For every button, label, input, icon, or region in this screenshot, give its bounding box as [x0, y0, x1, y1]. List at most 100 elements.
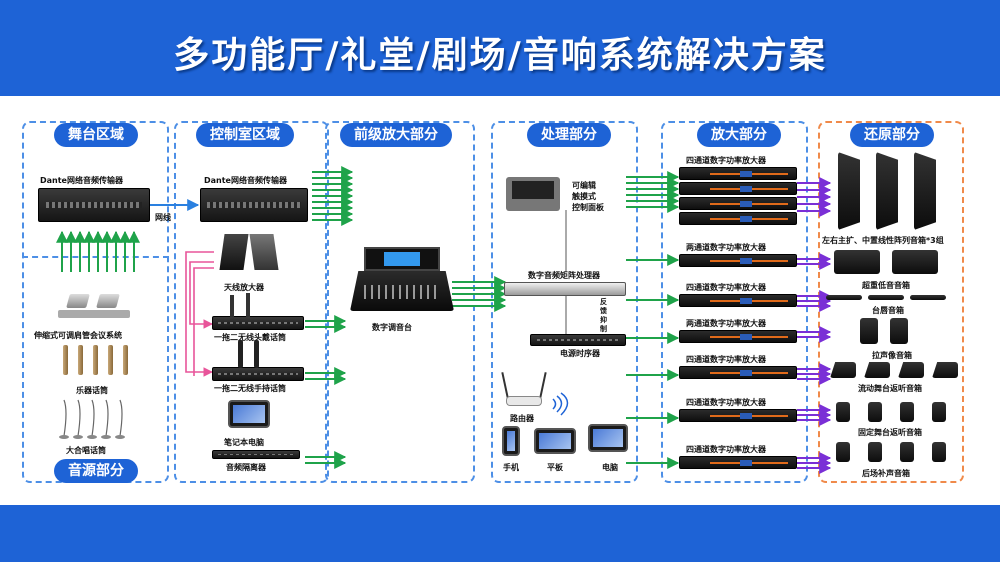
headset-mic-icon [246, 293, 250, 317]
rear-fill-label: 后场补声音箱 [862, 469, 910, 478]
power-sequencer-label: 电源时序器 [560, 349, 600, 358]
fixed-monitor-icon [900, 402, 914, 422]
computer-label: 电脑 [602, 463, 618, 472]
stage-lip-speaker-icon [826, 295, 862, 300]
instrument-mic-icon [108, 345, 113, 375]
phone-label: 手机 [503, 463, 519, 472]
touch-panel-label: 可编辑 触摸式 控制面板 [572, 181, 604, 212]
computer-icon [588, 424, 628, 452]
amp-label: 四通道数字功率放大器 [686, 445, 766, 454]
amp-device [679, 456, 797, 469]
amp-device [679, 330, 797, 343]
line-array-speaker-icon [914, 152, 936, 230]
rear-fill-speaker-icon [868, 442, 882, 462]
floor-monitor-icon [932, 362, 958, 378]
network-cable-label: 网线 [155, 213, 171, 222]
audio-isolator-label: 音频隔离器 [226, 463, 266, 472]
panning-speaker-icon [860, 318, 878, 344]
stage-dante-label: Dante网络音频传输器 [40, 176, 123, 185]
control-dante-device [200, 188, 308, 222]
amp-device [679, 197, 797, 210]
line-array-speaker-icon [838, 152, 860, 230]
fixed-monitor-icon [868, 402, 882, 422]
chorus-mic-icon [59, 399, 125, 439]
matrix-device [504, 282, 626, 296]
handheld-mic-icon [254, 340, 259, 368]
amp-device [679, 409, 797, 422]
fixed-monitor-label: 固定舞台返听音箱 [858, 428, 922, 437]
conference-system-label: 伸缩式可调肩管会议系统 [34, 331, 122, 340]
stage-divider [22, 256, 169, 258]
section-amplification: 放大部分 [697, 123, 781, 147]
laptop-icon [228, 400, 270, 428]
amp-device [679, 254, 797, 267]
phone-icon [502, 426, 520, 456]
top-banner [0, 0, 1000, 96]
panning-label: 拉声像音箱 [872, 351, 912, 360]
instrument-mic-icon [93, 345, 98, 375]
floor-monitor-icon [898, 362, 924, 378]
amp-label: 四通道数字功率放大器 [686, 398, 766, 407]
stage-dante-device [38, 188, 150, 222]
rear-fill-speaker-icon [836, 442, 850, 462]
fixed-monitor-icon [836, 402, 850, 422]
instrument-mic-icon [123, 345, 128, 375]
amp-label: 两通道数字功率放大器 [686, 243, 766, 252]
panning-speaker-icon [890, 318, 908, 344]
antenna-amp-icon [218, 234, 284, 274]
handheld-mic-receiver [212, 367, 304, 381]
amp-label: 四通道数字功率放大器 [686, 283, 766, 292]
line-array-speaker-icon [876, 152, 898, 230]
audio-isolator-device [212, 450, 300, 459]
amp-device [679, 294, 797, 307]
preamp-panel [325, 121, 475, 483]
router-label: 路由器 [510, 414, 534, 423]
line-array-label: 左右主扩、中置线性阵列音箱*3组 [822, 236, 944, 245]
rear-fill-speaker-icon [932, 442, 946, 462]
router-icon [501, 372, 547, 406]
section-stage: 舞台区域 [54, 123, 138, 147]
amp-device [679, 366, 797, 379]
stage-lip-speaker-icon [910, 295, 946, 300]
processing-panel [491, 121, 638, 483]
rear-fill-speaker-icon [900, 442, 914, 462]
bottom-banner [0, 505, 1000, 562]
section-control: 控制室区域 [196, 123, 294, 147]
fixed-monitor-icon [932, 402, 946, 422]
subwoofer-icon [892, 250, 938, 274]
floor-monitor-label: 流动舞台返听音箱 [858, 384, 922, 393]
control-dante-label: Dante网络音频传输器 [204, 176, 287, 185]
amp-device [679, 167, 797, 180]
floor-monitor-icon [864, 362, 890, 378]
amp-device [679, 182, 797, 195]
page-title: 多功能厅/礼堂/剧场/音响系统解决方案 [173, 35, 827, 76]
section-processing: 处理部分 [527, 123, 611, 147]
control-panel-area [174, 121, 329, 483]
subwoofer-label: 超重低音音箱 [862, 281, 910, 290]
instrument-mic-icon [78, 345, 83, 375]
tablet-icon [534, 428, 576, 454]
mixer-icon [350, 247, 454, 315]
handheld-mic-icon [238, 340, 243, 368]
section-reproduction: 还原部分 [850, 123, 934, 147]
section-source: 音源部分 [54, 459, 138, 483]
amp-device [679, 212, 797, 225]
stage-lip-label: 台唇音箱 [872, 306, 904, 315]
matrix-label: 数字音频矩阵处理器 [528, 271, 600, 280]
antenna-amp-label: 天线放大器 [224, 283, 264, 292]
amp-label: 四通道数字功率放大器 [686, 156, 766, 165]
mixer-label: 数字调音台 [372, 323, 412, 332]
headset-mic-receiver [212, 316, 304, 330]
amp-label: 两通道数字功率放大器 [686, 319, 766, 328]
chorus-mic-label: 大合唱话筒 [66, 446, 106, 455]
instrument-mic-icon [63, 345, 68, 375]
handheld-mic-label: 一拖二无线手持话筒 [214, 384, 286, 393]
headset-mic-label: 一拖二无线头戴话筒 [214, 333, 286, 342]
floor-monitor-icon [830, 362, 856, 378]
headset-mic-icon [230, 295, 234, 317]
section-preamp: 前级放大部分 [340, 123, 452, 147]
amp-label: 四通道数字功率放大器 [686, 355, 766, 364]
instrument-mic-label: 乐器话筒 [76, 386, 108, 395]
